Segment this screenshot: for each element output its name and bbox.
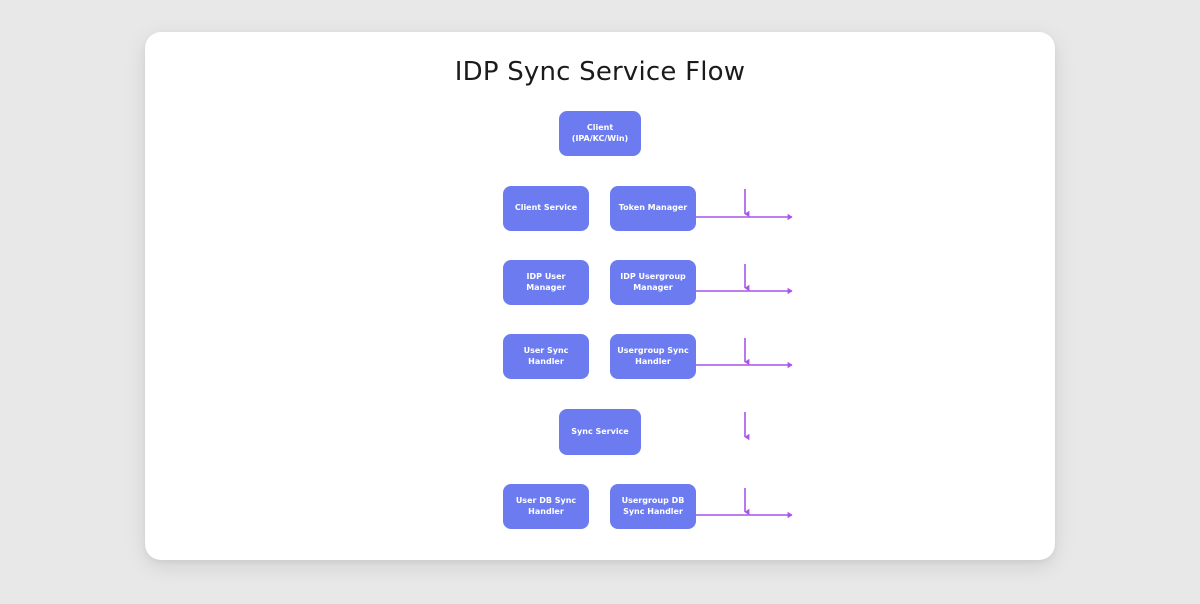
edge-client-to-row2 <box>691 189 793 221</box>
node-client[interactable]: Client (IPA/KC/Win) <box>559 111 641 156</box>
node-idp-user-manager[interactable]: IDP User Manager <box>503 260 589 305</box>
node-token-manager[interactable]: Token Manager <box>610 186 696 231</box>
node-client-service[interactable]: Client Service <box>503 186 589 231</box>
edge-sync-service-to-row6 <box>691 488 793 519</box>
diagram-card: IDP Sync Service Flow <box>145 32 1055 560</box>
page-title: IDP Sync Service Flow <box>454 57 746 87</box>
node-idp-usergroup-manager[interactable]: IDP Usergroup Manager <box>610 260 696 305</box>
node-user-db-sync-handler[interactable]: User DB Sync Handler <box>503 484 589 529</box>
node-sync-service[interactable]: Sync Service <box>559 409 641 455</box>
edge-row2-to-row3 <box>691 264 793 295</box>
node-usergroup-db-sync-handler[interactable]: Usergroup DB Sync Handler <box>610 484 696 529</box>
node-usergroup-sync-handler[interactable]: Usergroup Sync Handler <box>610 334 696 379</box>
node-user-sync-handler[interactable]: User Sync Handler <box>503 334 589 379</box>
flowchart: Client (IPA/KC/Win) Client Service Token… <box>145 32 1055 560</box>
flowchart-edges <box>691 189 793 519</box>
edge-row3-to-row4 <box>691 338 793 369</box>
